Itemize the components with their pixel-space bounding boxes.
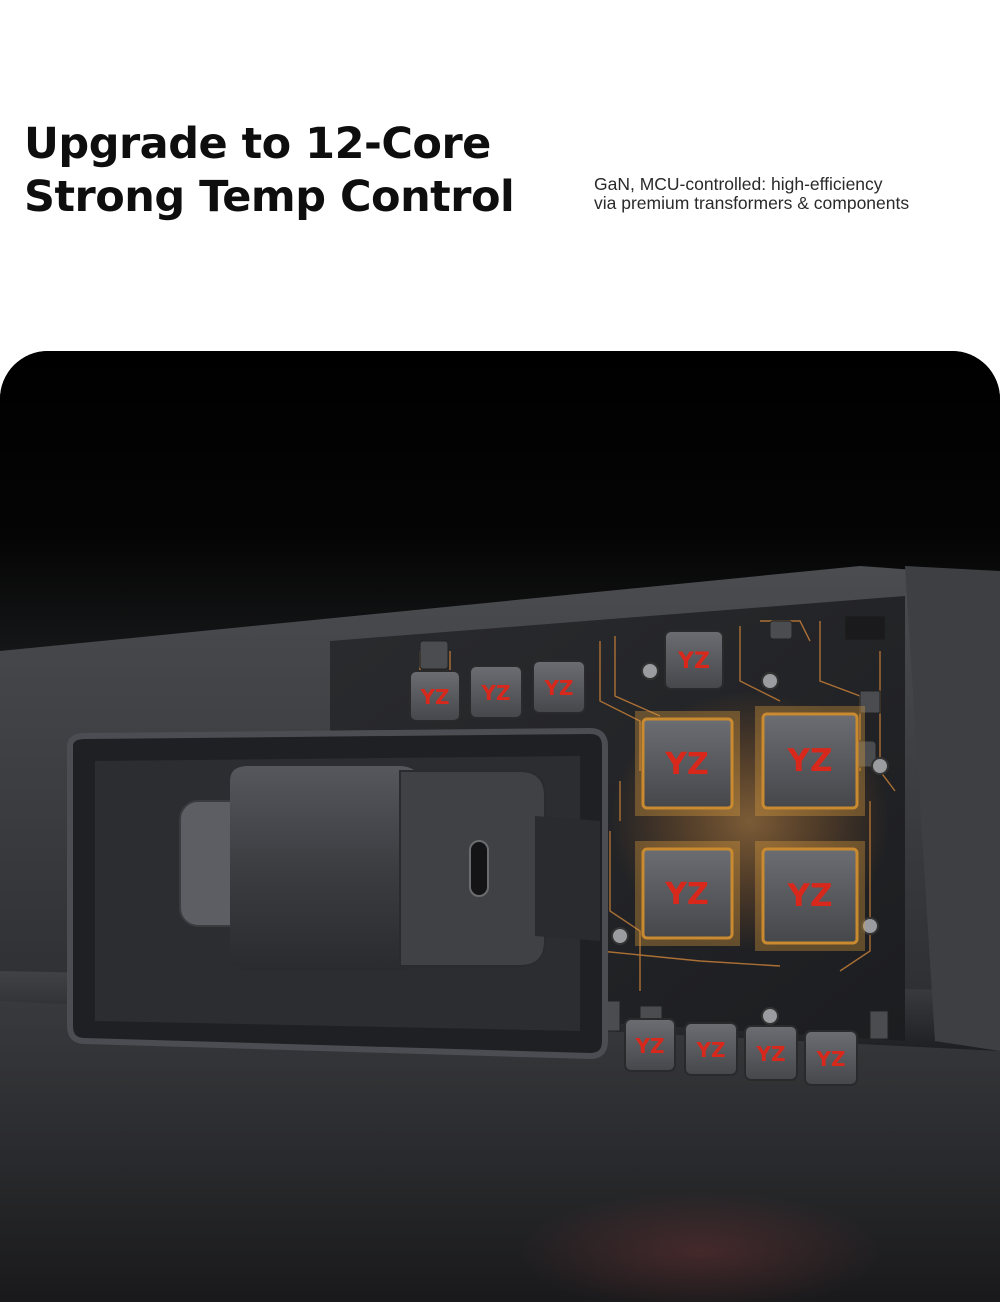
hero-image: YZ YZ YZ YZ YZ YZ YZ [0, 351, 1000, 1302]
small-chips-bottom: YZ YZ YZ YZ [624, 1018, 858, 1086]
usb-c-connector [179, 766, 600, 971]
svg-text:YZ: YZ [787, 743, 833, 779]
svg-text:YZ: YZ [664, 877, 708, 912]
svg-text:YZ: YZ [544, 676, 574, 700]
svg-text:YZ: YZ [420, 685, 450, 709]
big-chips-grid: YZ YZ YZ YZ [635, 706, 865, 951]
subheadline-line-2: via premium transformers & components [594, 193, 910, 213]
svg-text:YZ: YZ [481, 681, 511, 705]
svg-text:YZ: YZ [696, 1038, 726, 1062]
svg-text:YZ: YZ [787, 878, 833, 914]
charger-illustration: YZ YZ YZ YZ YZ YZ YZ [0, 351, 1000, 1302]
headline: Upgrade to 12-Core Strong Temp Control [24, 118, 515, 224]
headline-line-2: Strong Temp Control [24, 172, 515, 222]
svg-text:YZ: YZ [677, 649, 710, 674]
small-chips-top: YZ YZ YZ YZ [409, 630, 724, 722]
svg-text:YZ: YZ [664, 747, 708, 782]
svg-text:YZ: YZ [816, 1047, 846, 1071]
svg-text:YZ: YZ [635, 1034, 665, 1058]
header-section: Upgrade to 12-Core Strong Temp Control G… [0, 0, 1000, 350]
subheadline-line-1: GaN, MCU-controlled: high-efficiency [594, 174, 883, 194]
subheadline: GaN, MCU-controlled: high-efficiency via… [594, 175, 909, 213]
headline-line-1: Upgrade to 12-Core [24, 119, 491, 169]
svg-text:YZ: YZ [756, 1042, 786, 1066]
